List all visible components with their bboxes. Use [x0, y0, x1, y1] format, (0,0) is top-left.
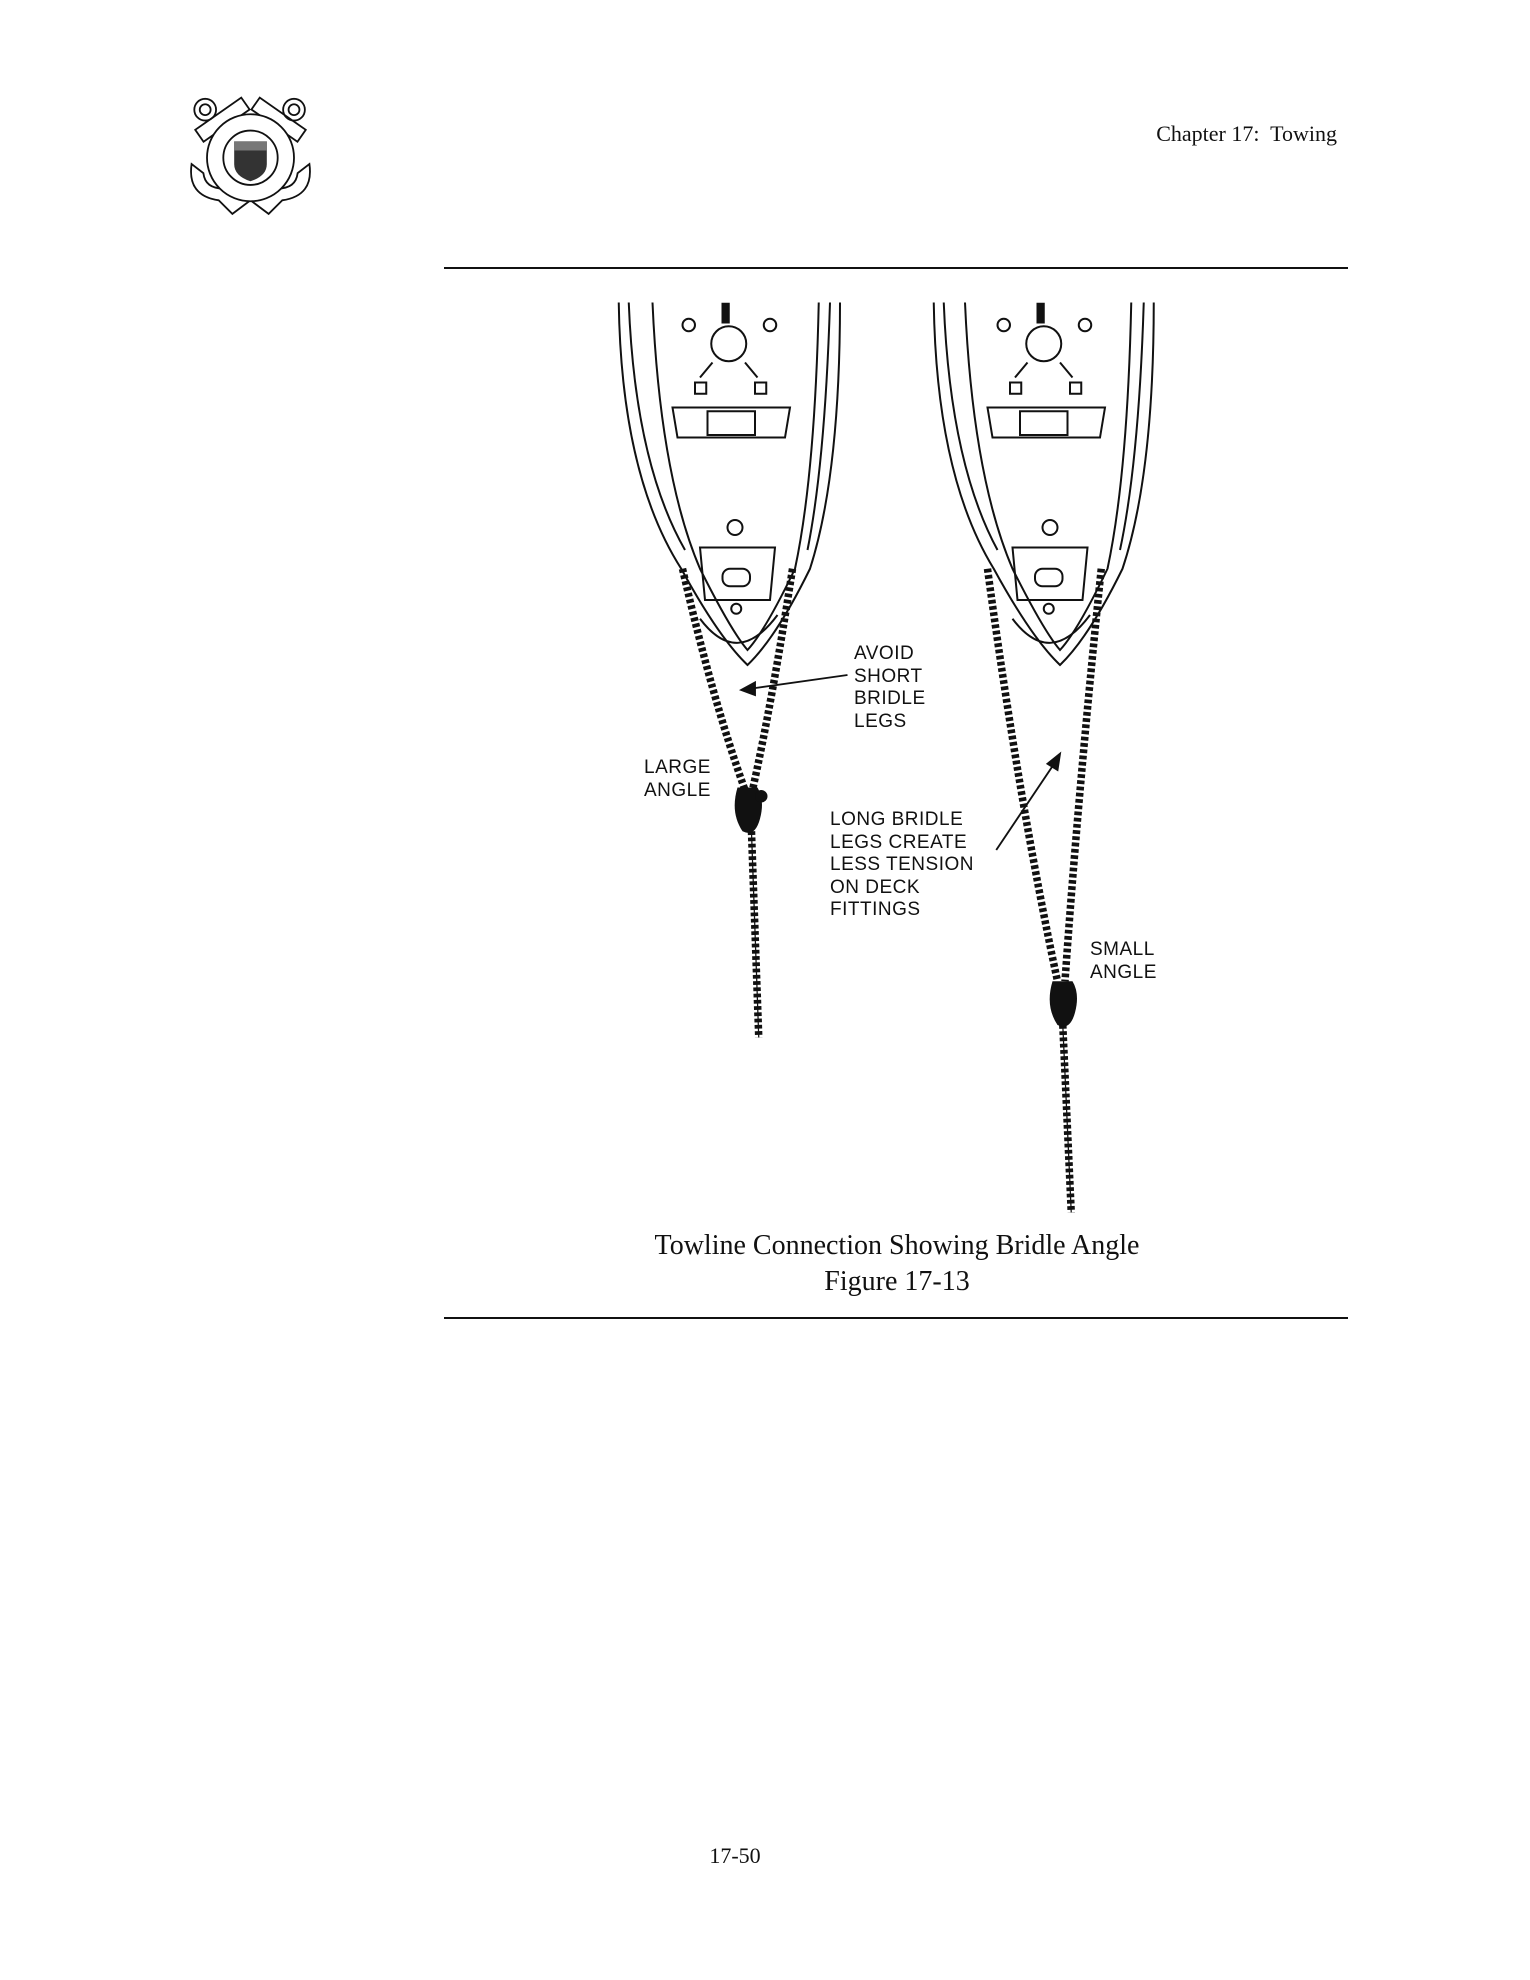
label-line: LONG BRIDLE: [830, 809, 964, 830]
label-line: LESS TENSION: [830, 854, 974, 875]
figure-number: Figure 17-13: [824, 1266, 970, 1297]
label-line: AVOID: [854, 643, 915, 664]
label-line: SHORT: [854, 665, 923, 687]
label-line: BRIDLE: [854, 688, 926, 709]
rope-outlines: [750, 824, 1072, 1213]
shackles: [734, 787, 1077, 1027]
page-number: 17-50: [709, 1843, 761, 1868]
label-line: LARGE: [644, 757, 711, 778]
bottom-rule: [444, 1317, 1348, 1319]
right-boat: [932, 302, 1155, 667]
arrows: [738, 674, 1062, 851]
figure-title: Towline Connection Showing Bridle Angle: [654, 1230, 1140, 1261]
label-line: LEGS CREATE: [830, 831, 968, 853]
chapter-header: Chapter 17: Towing: [1156, 121, 1337, 146]
label-line: ON DECK: [830, 876, 921, 898]
label-line: LEGS: [854, 710, 907, 732]
label-small-angle: SMALL ANGLE: [1090, 939, 1157, 984]
left-boat: [617, 302, 841, 667]
label-line: SMALL: [1090, 939, 1155, 960]
figure-caption: Towline Connection Showing Bridle Angle …: [497, 1228, 1297, 1300]
label-line: FITTINGS: [830, 899, 921, 920]
label-large-angle: LARGE ANGLE: [644, 757, 711, 802]
label-line: ANGLE: [644, 779, 711, 801]
label-line: ANGLE: [1090, 961, 1157, 983]
top-rule: [444, 267, 1348, 269]
label-avoid-short-bridle-legs: AVOID SHORT BRIDLE LEGS: [854, 643, 926, 733]
label-long-bridle-legs: LONG BRIDLE LEGS CREATE LESS TENSION ON …: [830, 809, 974, 922]
coast-guard-seal-logo: [190, 96, 311, 216]
